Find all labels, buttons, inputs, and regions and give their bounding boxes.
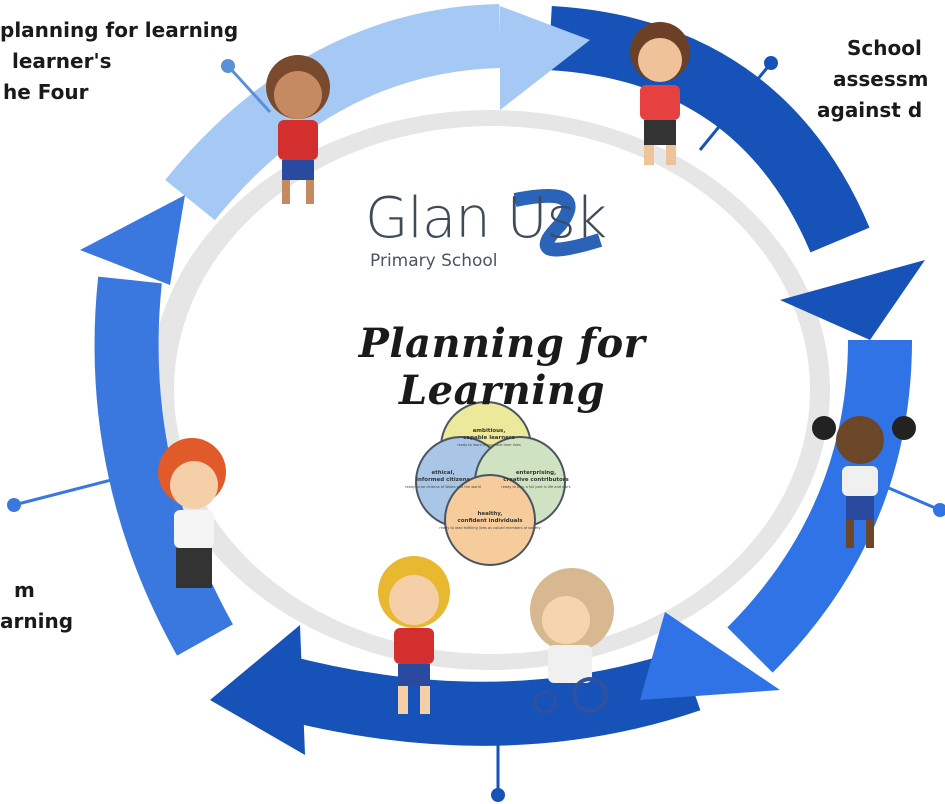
arc-segment-light [165,4,502,221]
character-top-right [630,22,690,165]
caption-bottom-left: m arning [0,575,73,637]
caption-top-left-line3: he Four [3,80,89,104]
character-top-left [266,55,330,204]
arrow-head-bottom [210,625,305,755]
purpose-healthy-line2: confident individuals [458,518,524,524]
purpose-circle-healthy [444,474,536,566]
purpose-enterprising-line1: enterprising, [516,470,556,476]
logo-swoosh [513,188,603,257]
caption-top-left-line1: planning for learning [0,18,239,42]
purpose-ambitious-small: ready to learn throughout their lives [457,443,521,447]
caption-top-left: planning for learning learner's he Four [0,15,238,108]
caption-bottom-left-line1: m [14,578,35,602]
caption-top-right-line3: against d [817,98,923,122]
purpose-ambitious-line1: ambitious, [473,428,506,434]
arrow-head-right-lower [640,612,780,700]
logo-name: Glan Usk [365,186,607,251]
caption-top-left-line2: learner's [12,49,112,73]
connector-dot-bottom [491,788,505,802]
caption-top-right: School assessm against d [815,33,929,126]
arc-segment-bottom [266,649,701,746]
caption-top-right-line1: School [847,36,922,60]
purpose-healthy-line1: healthy, [477,511,502,517]
logo-subtitle: Primary School [370,251,498,271]
purpose-ethical-line2: informed citizens [416,477,471,483]
character-right [812,416,916,548]
connector-dot-left [7,498,21,512]
caption-bottom-left-line2: arning [0,609,74,633]
caption-top-right-line2: assessm [833,67,929,91]
arrow-head-left [80,195,185,285]
purpose-enterprising-line2: creative contributors [503,477,569,483]
purpose-ethical-line1: ethical, [431,470,454,476]
four-purposes-diagram: ambitious, capable learners ready to lea… [405,401,572,566]
purpose-healthy-small: ready to lead fulfilling lives as valued… [439,526,540,530]
connector-top-right [698,62,773,151]
connector-dot-right [933,503,945,517]
diagram-title: Planning for Learning [358,320,646,414]
character-wheelchair [530,568,614,714]
arc-segment-dark [547,6,870,253]
purpose-ethical-small: ready to be citizens of Wales and the wo… [405,485,481,489]
connector-dot-top-right [764,56,778,70]
connector-left [13,468,151,507]
purpose-ambitious-line2: capable learners [463,435,515,441]
connector-dot-top-left [221,59,235,73]
connector-top-left [226,64,272,114]
inner-area [174,126,810,654]
arc-segment-left [94,276,233,656]
arrow-head-top [500,6,590,110]
character-left [158,438,226,588]
purpose-enterprising-small: ready to play a full part in life and wo… [501,485,571,489]
arrow-head-right-upper [780,260,925,340]
character-bottom-center [378,556,450,714]
connector-right [869,478,941,512]
